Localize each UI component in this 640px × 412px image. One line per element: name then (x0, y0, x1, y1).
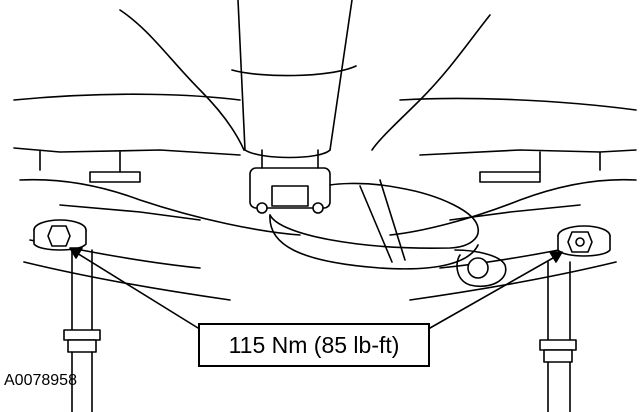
left-arrowhead (69, 247, 83, 259)
left-jack-stand (63, 249, 101, 412)
torque-callout-label: 115 Nm (85 lb-ft) (228, 331, 400, 358)
exhaust-clamp (249, 149, 331, 214)
leader-lines (69, 247, 563, 329)
catalytic-converter (269, 179, 507, 287)
right-leader-line (429, 253, 561, 329)
figure-id-label: A0078958 (4, 372, 77, 389)
torque-callout-box: 115 Nm (85 lb-ft) (198, 323, 430, 367)
right-jack-stand (539, 261, 577, 412)
left-leader-line (71, 249, 199, 329)
right-mount-isolator (557, 225, 611, 257)
right-arrowhead (549, 251, 563, 263)
left-mount-isolator (33, 219, 87, 251)
exhaust-pipe (119, 0, 491, 159)
